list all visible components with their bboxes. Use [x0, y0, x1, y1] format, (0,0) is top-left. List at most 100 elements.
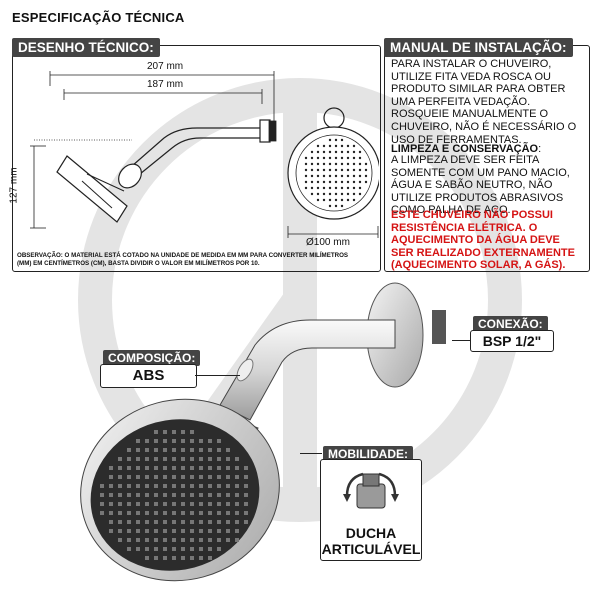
head-nozzle	[145, 439, 149, 443]
connection-label: CONEXÃO:	[473, 316, 548, 332]
mobility-value-line1: DUCHA	[345, 525, 397, 541]
head-nozzle	[235, 493, 239, 497]
head-nozzle	[208, 538, 212, 542]
head-nozzle	[136, 439, 140, 443]
head-nozzle	[163, 538, 167, 542]
head-nozzle	[127, 529, 131, 533]
head-nozzle	[181, 484, 185, 488]
head-nozzle	[136, 493, 140, 497]
head-nozzle	[217, 457, 221, 461]
head-nozzle	[118, 502, 122, 506]
mobility-value-line2: ARTICULÁVEL	[321, 541, 421, 557]
nozzle-dot	[340, 204, 344, 208]
head-nozzle	[163, 457, 167, 461]
head-nozzle	[127, 484, 131, 488]
composition-label: COMPOSIÇÃO:	[103, 350, 201, 366]
head-nozzle	[172, 457, 176, 461]
head-nozzle	[154, 556, 158, 560]
head-nozzle	[127, 457, 131, 461]
nozzle-dot	[316, 162, 320, 166]
head-nozzle	[127, 448, 131, 452]
nozzle-dot	[310, 180, 314, 184]
head-nozzle	[136, 547, 140, 551]
head-nozzle	[208, 439, 212, 443]
head-nozzle	[217, 439, 221, 443]
nozzle-dot	[322, 192, 326, 196]
nozzle-dot	[340, 144, 344, 148]
nozzle-dot	[352, 162, 356, 166]
nozzle-dot	[304, 180, 308, 184]
head-nozzle	[118, 457, 122, 461]
head-nozzle	[145, 457, 149, 461]
head-nozzle	[199, 466, 203, 470]
head-nozzle	[127, 547, 131, 551]
head-nozzle	[118, 484, 122, 488]
head-nozzle	[181, 547, 185, 551]
cleaning-colon: :	[538, 143, 542, 155]
head-nozzle	[154, 493, 158, 497]
head-nozzle	[136, 466, 140, 470]
head-nozzle	[181, 448, 185, 452]
head-nozzle	[208, 502, 212, 506]
nozzle-dot	[340, 186, 344, 190]
head-nozzle	[181, 493, 185, 497]
nozzle-dot	[358, 150, 362, 154]
dimension-height: 127 mm	[8, 167, 20, 204]
head-nozzle	[172, 439, 176, 443]
head-nozzle	[199, 529, 203, 533]
nozzle-dot	[328, 180, 332, 184]
nozzle-dot	[328, 150, 332, 154]
nozzle-dot	[316, 150, 320, 154]
head-nozzle	[172, 448, 176, 452]
nozzle-dot	[340, 150, 344, 154]
nozzle-dot	[340, 192, 344, 196]
head-nozzle	[199, 484, 203, 488]
head-nozzle	[199, 547, 203, 551]
nozzle-dot	[358, 180, 362, 184]
head-nozzle	[190, 457, 194, 461]
head-nozzle	[136, 520, 140, 524]
head-nozzle	[208, 475, 212, 479]
mobility-label: MOBILIDADE:	[323, 446, 413, 462]
head-nozzle	[208, 457, 212, 461]
nozzle-dot	[334, 180, 338, 184]
nozzle-dot	[310, 156, 314, 160]
head-nozzle	[226, 493, 230, 497]
nozzle-dot	[316, 192, 320, 196]
nozzle-dot	[358, 174, 362, 178]
head-nozzle	[190, 520, 194, 524]
head-nozzle	[235, 484, 239, 488]
nozzle-dot	[334, 150, 338, 154]
head-nozzle	[100, 484, 104, 488]
head-nozzle	[172, 475, 176, 479]
head-nozzle	[172, 493, 176, 497]
head-nozzle	[181, 457, 185, 461]
head-nozzle	[190, 538, 194, 542]
installation-manual-label: MANUAL DE INSTALAÇÃO:	[384, 38, 573, 57]
nozzle-dot	[364, 168, 368, 172]
head-nozzle	[190, 466, 194, 470]
nozzle-dot	[340, 156, 344, 160]
nozzle-dot	[328, 156, 332, 160]
nozzle-dot	[364, 174, 368, 178]
installation-text: PARA INSTALAR O CHUVEIRO, UTILIZE FITA V…	[391, 58, 577, 146]
head-nozzle	[199, 493, 203, 497]
nozzle-dot	[310, 186, 314, 190]
head-nozzle	[163, 475, 167, 479]
head-nozzle	[163, 511, 167, 515]
head-nozzle	[127, 538, 131, 542]
nozzle-dot	[346, 198, 350, 202]
measurement-note: OBSERVAÇÃO: O MATERIAL ESTÁ COTADO NA UN…	[17, 252, 349, 267]
nozzle-dot	[334, 156, 338, 160]
head-nozzle	[208, 484, 212, 488]
head-nozzle	[244, 466, 248, 470]
head-nozzle	[145, 520, 149, 524]
head-nozzle	[217, 448, 221, 452]
head-nozzle	[163, 430, 167, 434]
head-nozzle	[163, 502, 167, 506]
head-nozzle	[163, 493, 167, 497]
head-nozzle	[172, 430, 176, 434]
nozzle-dot	[352, 192, 356, 196]
nozzle-dot	[322, 180, 326, 184]
head-nozzle	[172, 520, 176, 524]
